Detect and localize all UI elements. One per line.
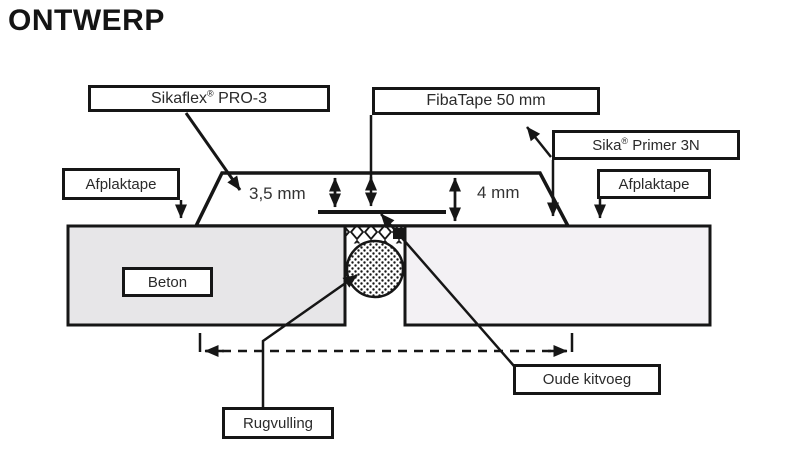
joint-width-arrow <box>198 333 574 357</box>
dimension-4mm: 4 mm <box>477 183 520 202</box>
label-oude-kitvoeg: Oude kitvoeg <box>513 364 661 395</box>
sikaflex-leader <box>184 112 242 191</box>
primer-suffix: Primer 3N <box>628 136 700 154</box>
label-beton: Beton <box>122 267 213 297</box>
primer-leader-up <box>526 126 552 158</box>
label-afplaktape-left: Afplaktape <box>62 168 180 200</box>
old-sealant-band <box>346 227 404 244</box>
registered-mark-icon: ® <box>207 88 214 99</box>
label-fibatape: FibaTape 50 mm <box>372 87 600 115</box>
primer-name: Sika <box>592 136 622 154</box>
rugvulling-leader <box>261 273 358 407</box>
oude-kitvoeg-leader <box>380 213 515 367</box>
label-sika-primer-3n-text: Sika® Primer 3N <box>592 135 700 154</box>
sikaflex-suffix: PRO-3 <box>213 89 267 107</box>
label-rugvulling-text: Rugvulling <box>242 414 314 432</box>
label-sika-primer-3n: Sika® Primer 3N <box>552 130 740 160</box>
page-title: ONTWERP <box>8 4 165 37</box>
label-afplaktape-right: Afplaktape <box>597 169 711 199</box>
label-sikaflex-pro3: Sikaflex® PRO-3 <box>88 85 330 112</box>
concrete-slab-right <box>403 224 712 327</box>
label-rugvulling: Rugvulling <box>222 407 334 439</box>
label-oude-kitvoeg-text: Oude kitvoeg <box>542 371 632 388</box>
label-afplaktape-right-text: Afplaktape <box>618 175 690 193</box>
label-fibatape-text: FibaTape 50 mm <box>426 92 546 109</box>
sikaflex-name: Sikaflex <box>150 89 208 107</box>
dimension-3-5mm: 3,5 mm <box>249 184 306 203</box>
backer-rod-circle <box>345 239 405 299</box>
label-afplaktape-left-text: Afplaktape <box>85 175 157 193</box>
label-beton-text: Beton <box>147 273 188 291</box>
label-sikaflex-pro3-text: Sikaflex® PRO-3 <box>150 88 267 107</box>
registered-mark-icon: ® <box>621 135 629 146</box>
